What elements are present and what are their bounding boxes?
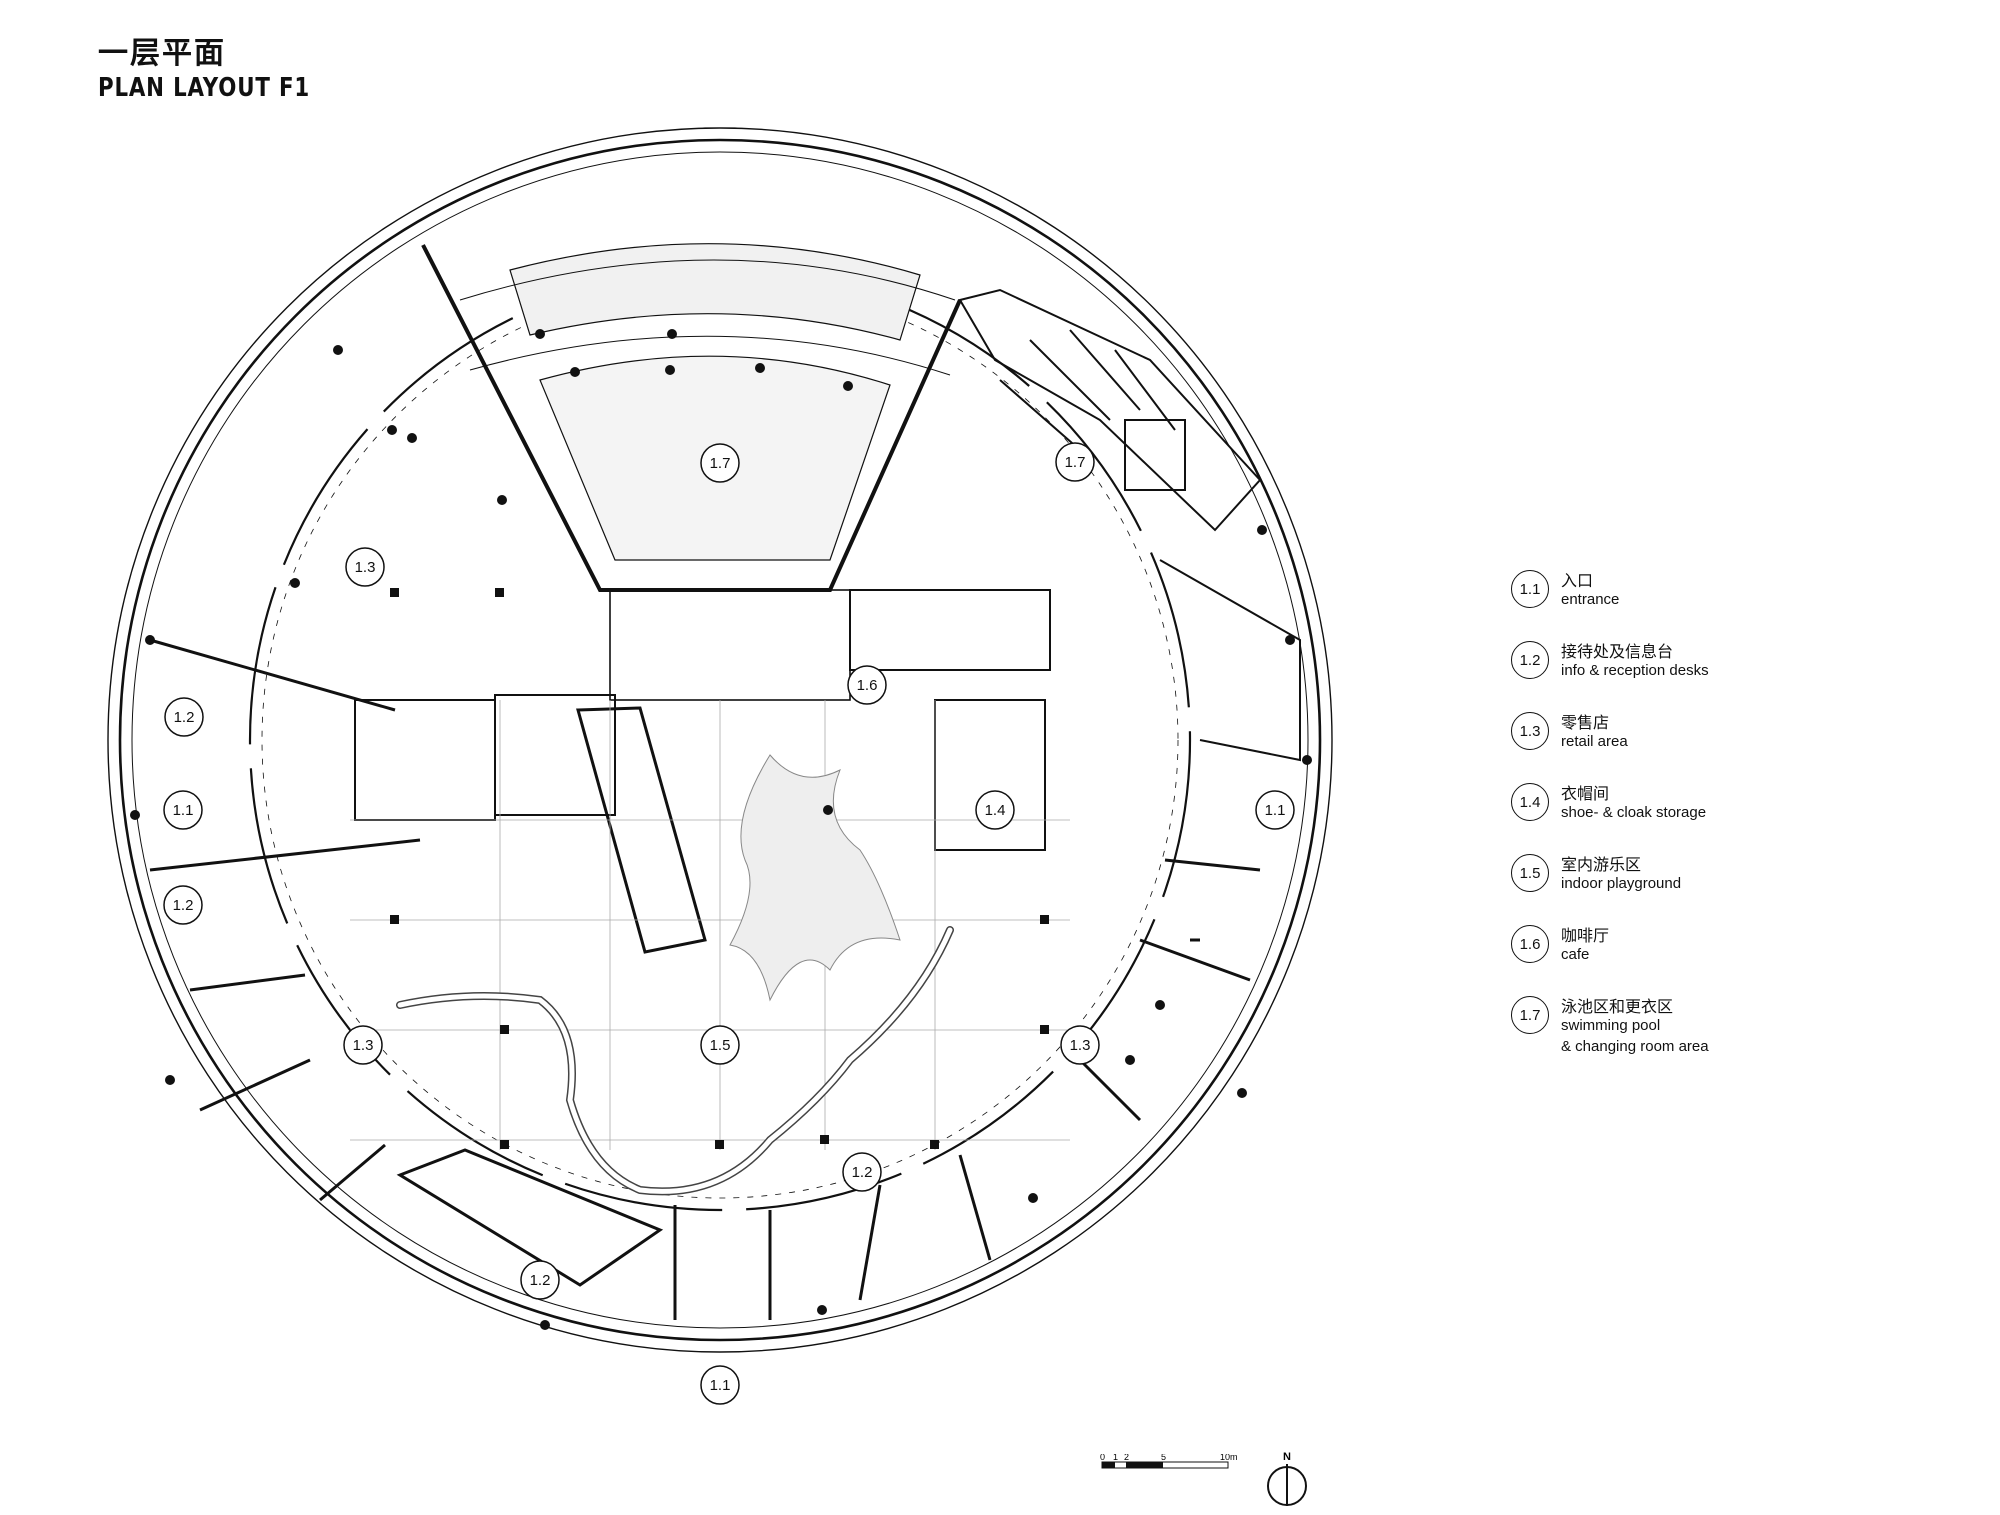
north-arrow-icon: N: [1267, 1451, 1307, 1506]
plan-label: 1.2: [173, 897, 194, 914]
north-label: N: [1283, 1451, 1291, 1463]
pool-wedge: [421, 243, 962, 592]
legend-cn: 泳池区和更衣区: [1561, 997, 1674, 1016]
plan-label: 1.5: [710, 1037, 731, 1054]
scale-bar: 0 1 2 5 10m: [1100, 1454, 1238, 1469]
legend-en: cafe: [1561, 946, 1590, 963]
legend-cn: 咖啡厅: [1561, 926, 1610, 945]
plan-label: 1.1: [710, 1377, 731, 1394]
plan-label: 1.3: [1070, 1037, 1091, 1054]
play-path: [396, 926, 954, 1196]
plan-label: 1.2: [174, 709, 195, 726]
legend-cn: 室内游乐区: [1561, 855, 1642, 874]
plan-label: 1.2: [852, 1164, 873, 1181]
facade-wall: [118, 138, 1322, 1342]
legend-cn: 接待处及信息台: [1561, 642, 1674, 661]
legend-num: 1.5: [1511, 854, 1549, 892]
structural-grid: [350, 700, 1070, 1150]
legend-num: 1.4: [1511, 783, 1549, 821]
scale-tick: 1: [1113, 1454, 1118, 1462]
scale-tick: 5: [1161, 1454, 1166, 1462]
plan-label: 1.2: [530, 1272, 551, 1289]
title-english: PLAN LAYOUT F1: [98, 73, 310, 103]
plan-label: 1.6: [857, 677, 878, 694]
title-block: 一层平面 PLAN LAYOUT F1: [98, 36, 357, 104]
legend-cn: 零售店: [1561, 713, 1610, 732]
legend-num: 1.1: [1511, 570, 1549, 608]
plan-label: 1.3: [353, 1037, 374, 1054]
plan-label: 1.4: [985, 802, 1006, 819]
plan-label: 1.3: [355, 559, 376, 576]
outer-facade-line: [107, 127, 1333, 1353]
central-cores: [354, 589, 1051, 1287]
title-chinese: 一层平面: [98, 36, 226, 71]
legend-cn: 衣帽间: [1561, 784, 1610, 803]
legend-num: 1.2: [1511, 641, 1549, 679]
plan-label: 1.7: [1065, 454, 1086, 471]
legend-num: 1.6: [1511, 925, 1549, 963]
legend-num: 1.3: [1511, 712, 1549, 750]
canopy: [729, 754, 901, 1002]
plan-label: 1.1: [173, 802, 194, 819]
columns: [130, 329, 1312, 1330]
legend-en: retail area: [1561, 733, 1628, 750]
legend-en: swimming pool & changing room area: [1561, 1017, 1709, 1055]
plan-labels: 1.7 1.7 1.3 1.2 1.1 1.2 1.6 1.4 1.1 1.3 …: [163, 442, 1295, 1405]
scale-tick: 2: [1124, 1454, 1129, 1462]
legend-en: entrance: [1561, 591, 1620, 608]
plan-label: 1.7: [710, 455, 731, 472]
scale-tick: 0: [1100, 1454, 1105, 1462]
ramp-stair-south: [396, 1148, 664, 1287]
legend-en: shoe- & cloak storage: [1561, 804, 1707, 821]
plan-label: 1.1: [1265, 802, 1286, 819]
legend-num: 1.7: [1511, 996, 1549, 1034]
facade-inner-line: [131, 151, 1309, 1329]
scale-tick: 10m: [1220, 1454, 1238, 1462]
legend-cn: 入口: [1561, 571, 1594, 590]
legend-en: indoor playground: [1561, 875, 1682, 892]
legend-en: info & reception desks: [1561, 662, 1709, 679]
radial-partitions: [149, 638, 1261, 1320]
changing-rooms: [958, 288, 1301, 762]
